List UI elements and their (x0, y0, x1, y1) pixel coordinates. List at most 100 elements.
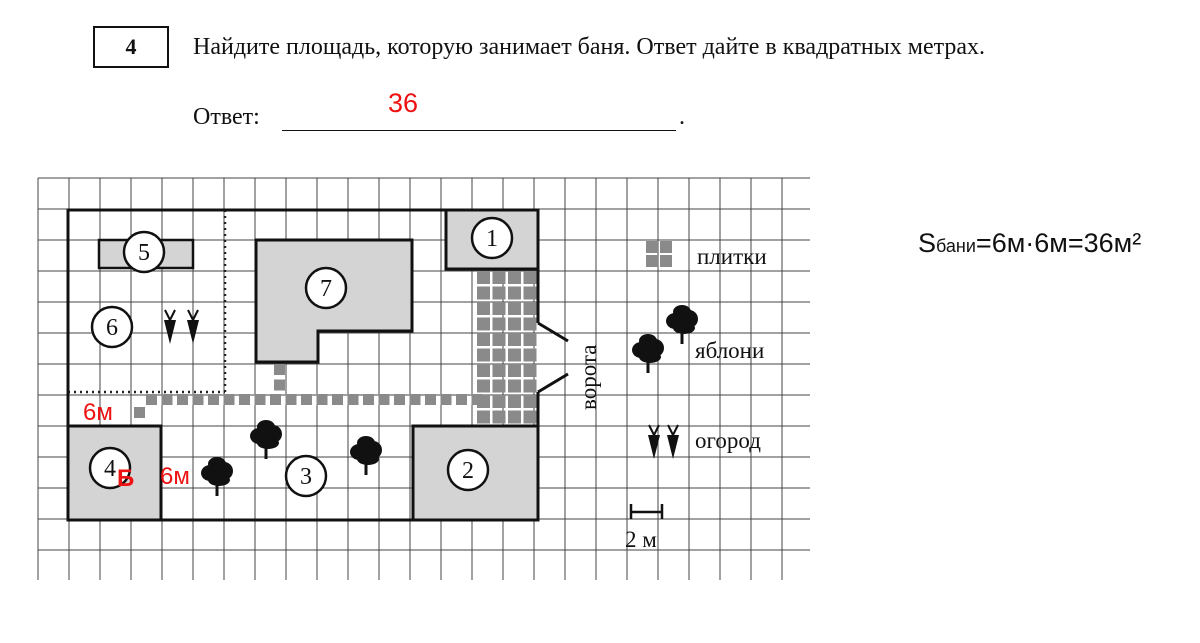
tile (523, 364, 537, 377)
tile (254, 394, 266, 405)
tile (508, 271, 521, 284)
gate (537, 321, 569, 394)
object-number-label: 6 (106, 315, 118, 341)
tile (394, 394, 405, 405)
tile (492, 271, 506, 284)
tile (492, 333, 506, 346)
apple-tree-icon (632, 334, 664, 373)
tile (492, 302, 506, 315)
formula-expression: =6м·6м=36м² (975, 228, 1142, 258)
object-number-3: 3 (284, 454, 328, 498)
tile (134, 407, 145, 418)
tile (492, 410, 506, 424)
garden-plants (164, 309, 679, 459)
tile (646, 255, 658, 267)
tile (477, 364, 490, 377)
tile (508, 302, 521, 315)
object-number-1: 1 (470, 216, 514, 260)
scale-bar: 2 м (625, 504, 664, 552)
tile (274, 364, 285, 375)
tile (270, 394, 281, 405)
object-number-label: 4 (104, 456, 116, 482)
object-number-label: 7 (320, 276, 332, 302)
tile (477, 379, 490, 393)
legend: плитки яблони огород (695, 244, 767, 453)
scale-label: 2 м (625, 527, 657, 552)
tile (425, 394, 436, 405)
tile (208, 394, 219, 405)
tile (508, 364, 521, 377)
tile (523, 410, 537, 424)
carrot-icon (164, 309, 176, 344)
task-number: 4 (93, 26, 169, 68)
formula-subscript: бани (936, 236, 976, 256)
object-number-5: 5 (122, 230, 166, 274)
tile (508, 317, 521, 331)
tile (523, 286, 537, 300)
object-number-4: 4 (88, 446, 132, 490)
tiles-paths (134, 241, 672, 424)
tile (177, 394, 188, 405)
object-number-label: 1 (486, 226, 498, 252)
tile (508, 286, 521, 300)
tile (492, 364, 506, 377)
answer-line (282, 130, 676, 131)
tile (477, 333, 490, 346)
apple-tree-icon (250, 420, 282, 459)
tile (523, 379, 537, 393)
tile (192, 394, 204, 405)
tile (347, 394, 359, 405)
tile (492, 286, 506, 300)
tile (523, 302, 537, 315)
tile (477, 302, 490, 315)
tile (161, 394, 173, 405)
tile (492, 348, 506, 362)
tile (477, 317, 490, 331)
tile (492, 379, 506, 393)
answer-value: 36 (388, 88, 419, 118)
tile (508, 410, 521, 424)
area-formula: Sбани=6м·6м=36м² (918, 228, 1141, 259)
tile (378, 394, 390, 405)
answer-period: . (679, 104, 685, 130)
object-number-7: 7 (304, 266, 348, 310)
bathhouse-side-right: 6м (160, 463, 190, 490)
tile (477, 410, 490, 424)
tile (146, 394, 157, 405)
gate-label: ворота (576, 345, 601, 410)
apple-trees (201, 305, 698, 496)
carrot-icon (667, 424, 679, 459)
tile (523, 317, 537, 331)
tile (492, 395, 506, 408)
tile (492, 317, 506, 331)
bathhouse-mark: Б (117, 465, 134, 492)
object-number-label: 5 (138, 240, 150, 266)
annotations: 6м 6м Б (83, 399, 190, 492)
tile (646, 241, 658, 253)
tile (523, 348, 537, 362)
tile (471, 394, 483, 405)
carrot-icon (648, 424, 660, 459)
tile (332, 394, 343, 405)
answer-label: Ответ: (193, 104, 260, 130)
tile (508, 333, 521, 346)
bathhouse-side-top: 6м (83, 399, 113, 426)
tile (477, 348, 490, 362)
tile (223, 394, 235, 405)
tile (363, 394, 374, 405)
tile (508, 348, 521, 362)
tile (456, 394, 467, 405)
object-number-2: 2 (446, 448, 490, 492)
tile (508, 395, 521, 408)
object-number-label: 2 (462, 458, 474, 484)
tile (660, 255, 672, 267)
tile (301, 394, 312, 405)
tile (660, 241, 672, 253)
task-question: Найдите площадь, которую занимает баня. … (193, 34, 986, 60)
tile (440, 394, 452, 405)
tile (316, 394, 328, 405)
carrot-icon (187, 309, 199, 344)
tile (239, 394, 250, 405)
object-number-6: 6 (90, 305, 134, 349)
